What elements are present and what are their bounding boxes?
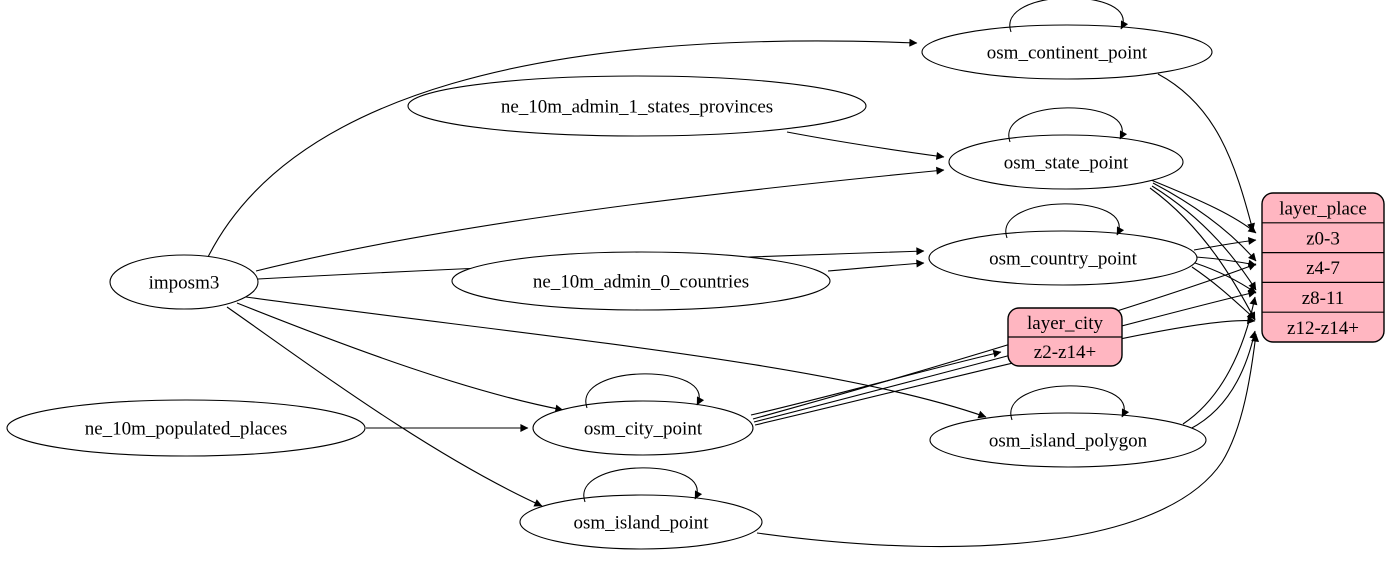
selfloop-osm_city_point — [585, 373, 705, 409]
edge-imposm3-osm_continent_point — [207, 38, 918, 258]
node-osm_island_polygon: osm_island_polygon — [929, 412, 1207, 468]
edge-osm_island_point-layer_place-z12-z14+ — [756, 333, 1260, 548]
node-layer_place: layer_place z0-3 z4-7 z8-11 z12-z14+ — [1261, 192, 1385, 343]
layer_place-row-z0-3: z0-3 — [1306, 228, 1340, 249]
layer_place-row-header: layer_place — [1279, 199, 1367, 220]
osm_continent_point-shape — [921, 24, 1213, 80]
node-osm_continent_point: osm_continent_point — [921, 24, 1213, 80]
node-osm_country_point: osm_country_point — [928, 230, 1198, 286]
osm_country_point-shape — [928, 230, 1198, 286]
edge-imposm3-osm_island_point — [226, 306, 543, 507]
layer_place-shape — [1261, 192, 1385, 343]
node-layer: imposm3 ne_10m_admin_1_states_provincesne… — [6, 24, 1385, 550]
selfloop-layer — [583, 0, 1130, 503]
layer_city-row-header: layer_city — [1027, 313, 1103, 334]
osm_island_polygon-shape — [929, 412, 1207, 468]
edge-imposm3-osm_island_polygon — [245, 296, 987, 419]
node-ne_10m_admin_1_states_provinces: ne_10m_admin_1_states_provinces — [407, 75, 867, 137]
node-layer_city: layer_city z2-z14+ — [1007, 307, 1123, 367]
osm_country_point-label: osm_country_point — [989, 249, 1137, 270]
ne_10m_populated_places-shape — [6, 399, 366, 457]
layer_place-row-z8-11: z8-11 — [1302, 288, 1345, 309]
ne_10m_admin_1_states_provinces-label: ne_10m_admin_1_states_provinces — [501, 97, 773, 118]
node-imposm3: imposm3 — [109, 254, 259, 310]
ne_10m_admin_0_countries-shape — [451, 251, 831, 311]
edge-imposm3-osm_city_point — [236, 302, 564, 413]
layer_place-row-z4-7: z4-7 — [1306, 258, 1340, 279]
osm_state_point-label: osm_state_point — [1004, 153, 1129, 174]
imposm3-label: imposm3 — [149, 273, 220, 294]
edge-osm_country_point-layer_place-z12-z14+ — [1191, 266, 1256, 320]
selfloop-osm_state_point — [1008, 107, 1128, 143]
ne_10m_admin_0_countries-label: ne_10m_admin_0_countries — [533, 272, 749, 293]
selfloop-osm_country_point — [1005, 203, 1125, 239]
selfloop-osm_island_polygon — [1010, 385, 1130, 421]
node-osm_state_point: osm_state_point — [948, 134, 1184, 190]
ne_10m_populated_places-label: ne_10m_populated_places — [85, 419, 288, 440]
imposm3-shape — [109, 254, 259, 310]
selfloop-osm_island_point — [583, 467, 703, 503]
osm_island_polygon-label: osm_island_polygon — [989, 431, 1148, 452]
layer_place-row-z12-z14+: z12-z14+ — [1287, 318, 1359, 339]
edge-imposm3-osm_state_point — [255, 166, 945, 272]
osm_city_point-shape — [532, 400, 754, 456]
osm_island_point-shape — [519, 494, 763, 550]
ne_10m_admin_1_states_provinces-shape — [407, 75, 867, 137]
layer_city-row-z2-z14+: z2-z14+ — [1034, 342, 1096, 363]
edge-osm_state_point-layer_place-z0-3 — [1150, 179, 1257, 234]
edge-ne_10m_admin_1_states_provinces-osm_state_point — [786, 131, 945, 160]
osm_island_point-label: osm_island_point — [573, 513, 709, 534]
osm_continent_point-label: osm_continent_point — [987, 43, 1148, 64]
edge-osm_continent_point-layer_place-z0-3 — [1157, 73, 1255, 232]
edge-osm_state_point-layer_place-z4-7 — [1152, 182, 1257, 262]
edge-osm_island_polygon-layer_place-z8-11 — [1182, 296, 1258, 425]
node-ne_10m_admin_0_countries: ne_10m_admin_0_countries — [451, 251, 831, 311]
edge-ne_10m_admin_0_countries-osm_country_point — [827, 259, 925, 272]
edge-osm_country_point-layer_place-z0-3 — [1193, 236, 1257, 251]
edge-osm_island_polygon-layer_place-z12-z14+ — [1189, 330, 1258, 430]
osm_state_point-shape — [948, 134, 1184, 190]
node-ne_10m_populated_places: ne_10m_populated_places — [6, 399, 366, 457]
node-osm_city_point: osm_city_point — [532, 400, 754, 456]
osm_city_point-label: osm_city_point — [584, 419, 703, 440]
edge-osm_state_point-layer_place-z8-11 — [1151, 185, 1257, 291]
edge-osm_state_point-layer_place-z12-z14+ — [1149, 187, 1256, 321]
node-osm_island_point: osm_island_point — [519, 494, 763, 550]
selfloop-osm_continent_point — [1009, 0, 1129, 33]
